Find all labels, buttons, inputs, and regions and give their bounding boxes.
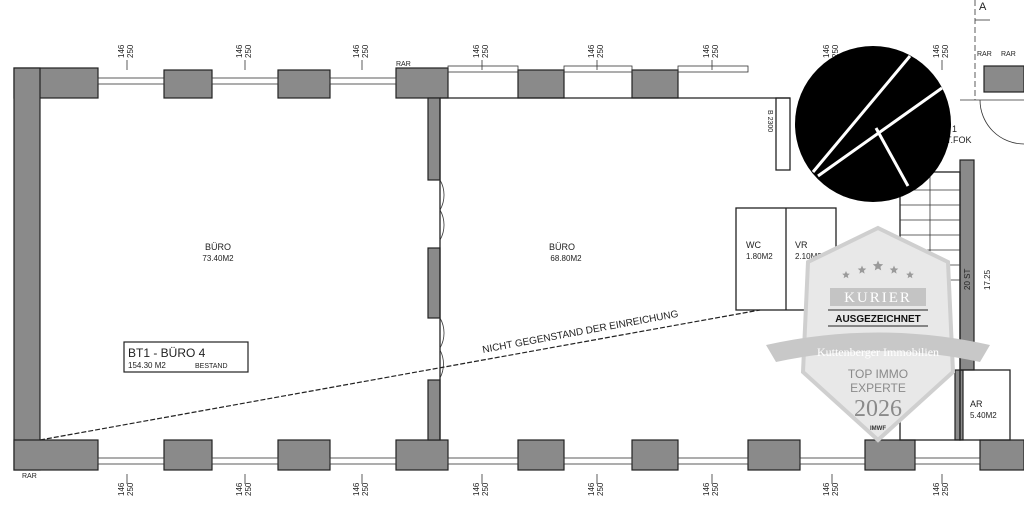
star-icon — [857, 265, 867, 274]
dimension-value: 146 — [117, 482, 126, 496]
dimension-value: 146 — [822, 44, 831, 58]
height-label: B 2300 — [766, 110, 773, 132]
room-name: BÜRO — [205, 242, 231, 252]
boundary-line — [39, 309, 761, 441]
unit-title: BT1 - BÜRO 4 — [128, 346, 206, 360]
dimension-value: 146 — [587, 44, 596, 58]
partial-label: 1 — [952, 124, 957, 134]
company-logo — [795, 46, 951, 202]
dimension-value: 250 — [831, 44, 840, 58]
room-area: 68.80M2 — [550, 254, 582, 263]
room-name: VR — [795, 240, 808, 250]
award-badge: KURIER AUSGEZEICHNET Kuttenberger Immobi… — [766, 225, 990, 443]
dimension-value: 250 — [481, 44, 490, 58]
rar-label: RAR — [977, 51, 992, 58]
dimension-value: 250 — [941, 482, 950, 496]
windows — [97, 65, 981, 465]
badge-year: 2026 — [854, 396, 902, 422]
dimension-value: 146 — [235, 44, 244, 58]
dimension-value: 250 — [126, 44, 135, 58]
star-icon — [842, 271, 850, 279]
star-icon — [889, 265, 899, 274]
dimension-value: 146 — [235, 482, 244, 496]
rar-label: RAR — [396, 61, 411, 68]
room-label-vr: VR 2.10M2 — [795, 240, 822, 261]
dimension-value: 250 — [711, 44, 720, 58]
room-area: 5.40M2 — [970, 411, 997, 420]
dimension-value: 250 — [126, 482, 135, 496]
room-label-buero-2: BÜRO 68.80M2 — [549, 242, 582, 263]
dimension-value: 146 — [472, 44, 481, 58]
star-icon — [906, 271, 914, 279]
room-label-ar: AR 5.40M2 — [970, 399, 997, 420]
dimension-value: 250 — [244, 44, 253, 58]
badge-awarded: AUSGEZEICHNET — [835, 314, 921, 325]
boundary-note: NICHT GEGENSTAND DER EINREICHUNG — [482, 309, 680, 356]
dimension-value: 250 — [244, 482, 253, 496]
badge-company: Kuttenberger Immobilien — [817, 345, 939, 359]
badge-line1: TOP IMMO — [848, 367, 908, 381]
dimension-value: 250 — [941, 44, 950, 58]
room-area: 73.40M2 — [202, 254, 234, 263]
dimension-value: 250 — [361, 482, 370, 496]
badge-source: IMWF — [870, 426, 886, 432]
dimension-value: 146 — [117, 44, 126, 58]
unit-status: BESTAND — [195, 363, 228, 370]
dimension-value: 250 — [596, 44, 605, 58]
stair-label: 20 ST — [963, 269, 972, 290]
dimension-value: 146 — [702, 44, 711, 58]
dimension-value: 250 — [481, 482, 490, 496]
room-label-wc: WC 1.80M2 — [746, 240, 773, 261]
partial-label: T.FOK — [946, 135, 972, 145]
rar-label: RAR — [1001, 51, 1016, 58]
badge-stars — [842, 260, 914, 279]
dimension-value: 146 — [932, 44, 941, 58]
room-label-buero-1: BÜRO 73.40M2 — [202, 242, 234, 263]
badge-publisher: KURIER — [844, 290, 912, 306]
room-area: 2.10M2 — [795, 252, 822, 261]
badge-line2: EXPERTE — [850, 381, 906, 395]
dimension-value: 146 — [352, 482, 361, 496]
stair-label: 17.25 — [983, 269, 992, 290]
room-name: WC — [746, 240, 761, 250]
dimension-value: 250 — [361, 44, 370, 58]
section-marker: A — [979, 1, 987, 13]
dimension-value: 146 — [352, 44, 361, 58]
dimension-value: 146 — [932, 482, 941, 496]
room-name: AR — [970, 399, 983, 409]
dimension-value: 146 — [822, 482, 831, 496]
star-icon — [872, 260, 884, 271]
dimension-value: 146 — [587, 482, 596, 496]
room-area: 1.80M2 — [746, 252, 773, 261]
room-name: BÜRO — [549, 242, 575, 252]
rar-label: RAR — [22, 473, 37, 480]
dimension-value: 250 — [596, 482, 605, 496]
outer-walls — [13, 65, 1024, 471]
dimension-value: 146 — [702, 482, 711, 496]
dimension-value: 250 — [711, 482, 720, 496]
unit-area: 154.30 M2 — [128, 361, 166, 370]
unit-box: BT1 - BÜRO 4 154.30 M2 BESTAND — [123, 341, 249, 373]
dimension-value: 146 — [472, 482, 481, 496]
dimension-value: 250 — [831, 482, 840, 496]
